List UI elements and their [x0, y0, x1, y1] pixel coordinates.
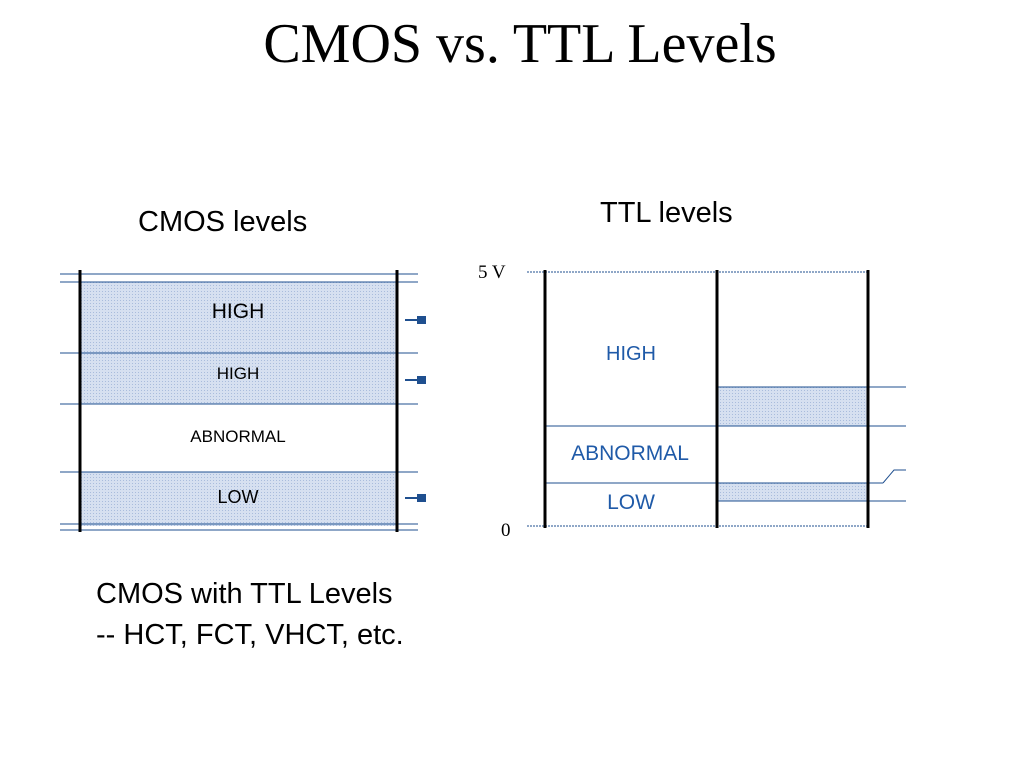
- ttl-axis-top-label: 5 V: [478, 262, 506, 283]
- note-line-1: CMOS with TTL Levels: [96, 578, 393, 610]
- ttl-band-label-abnormal: ABNORMAL: [571, 442, 689, 465]
- cmos-band-low-fill: [80, 472, 397, 526]
- cmos-band-label-high-lower: HIGH: [217, 364, 260, 383]
- ttl-band-label-high: HIGH: [606, 343, 656, 365]
- cmos-marker-low-icon: [405, 494, 426, 502]
- ttl-band-low-threshold-fill: [717, 483, 868, 501]
- cmos-marker-high-upper-icon: [405, 316, 426, 324]
- cmos-ttl-note: CMOS with TTL Levels -- HCT, FCT, VHCT, …: [96, 574, 404, 656]
- cmos-marker-high-lower-icon: [405, 376, 426, 384]
- cmos-band-high-upper-fill: [80, 282, 397, 353]
- cmos-diagram: HIGH HIGH ABNORMAL LOW: [60, 270, 426, 532]
- ttl-band-label-low: LOW: [607, 491, 655, 514]
- ttl-levels-label: TTL levels: [600, 197, 733, 229]
- ttl-band-high-threshold-fill: [717, 387, 868, 426]
- ttl-diagram: 5 V 0 HIGH ABNORMAL LOW: [478, 262, 906, 541]
- cmos-band-label-abnormal: ABNORMAL: [190, 427, 285, 446]
- ttl-line-low-bend: [882, 469, 906, 484]
- cmos-band-high-lower-fill: [80, 353, 397, 404]
- note-line-2: -- HCT, FCT, VHCT, etc.: [96, 619, 404, 651]
- cmos-band-label-low: LOW: [217, 487, 258, 507]
- cmos-band-label-high-upper: HIGH: [212, 300, 265, 323]
- cmos-levels-label: CMOS levels: [138, 206, 308, 238]
- ttl-axis-bottom-label: 0: [501, 520, 511, 541]
- page-title: CMOS vs. TTL Levels: [263, 13, 777, 75]
